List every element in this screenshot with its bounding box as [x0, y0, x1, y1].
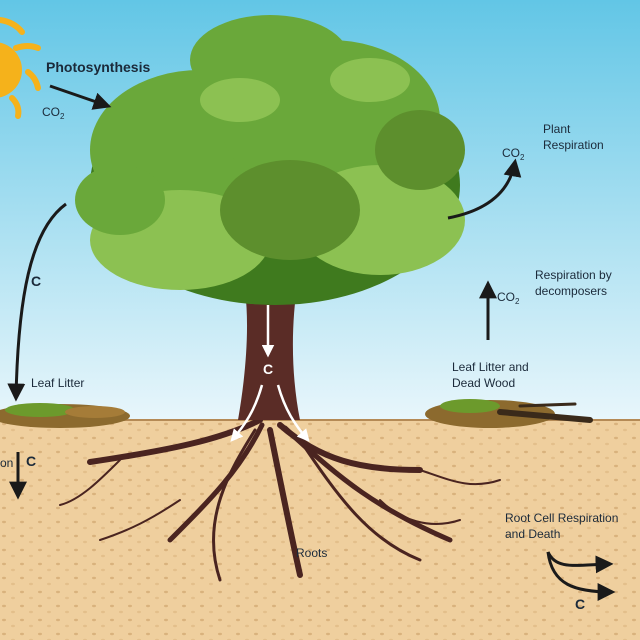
leaf-litter-dead-wood-label-2: Dead Wood [452, 376, 516, 390]
root-resp-arrow-upper [546, 551, 614, 574]
trunk-carbon-arrows [230, 305, 310, 442]
canopy-to-litter-arrow [7, 202, 67, 402]
tree-canopy [75, 15, 465, 305]
c-soil-label: C [26, 453, 37, 469]
roots-label: Roots [296, 546, 328, 560]
decomposer-label-2: decomposers [535, 284, 608, 298]
leaf-litter-right [425, 399, 593, 428]
decomposer-label-1: Respiration by [535, 268, 612, 282]
flow-arrows [7, 84, 616, 601]
photosynthesis-arrow [49, 84, 112, 110]
co2-plant-label: CO2 [502, 146, 525, 162]
plant-respiration-label-2: Respiration [543, 138, 604, 152]
c-trunk-label: C [263, 361, 274, 377]
root-resp-arrow-lower [546, 551, 616, 601]
leaf-litter-left [0, 403, 130, 428]
leaf-litter-label: Leaf Litter [31, 376, 85, 390]
c-left-label: C [31, 273, 42, 289]
root-respiration-label-1: Root Cell Respiration [505, 511, 619, 525]
leaf-litter-dead-wood-label-1: Leaf Litter and [452, 360, 529, 374]
root-respiration-label-2: and Death [505, 527, 561, 541]
plant-respiration-label-1: Plant [543, 122, 571, 136]
sun-icon [0, 17, 41, 119]
roots-illustration [59, 417, 501, 582]
plant-respiration-arrow [447, 158, 522, 220]
co2-sun-label: CO2 [42, 105, 65, 121]
c-root-label: C [575, 596, 586, 612]
cutoff-on-label: on [0, 456, 14, 470]
co2-decomp-label: CO2 [497, 290, 520, 306]
photosynthesis-label: Photosynthesis [46, 59, 151, 75]
